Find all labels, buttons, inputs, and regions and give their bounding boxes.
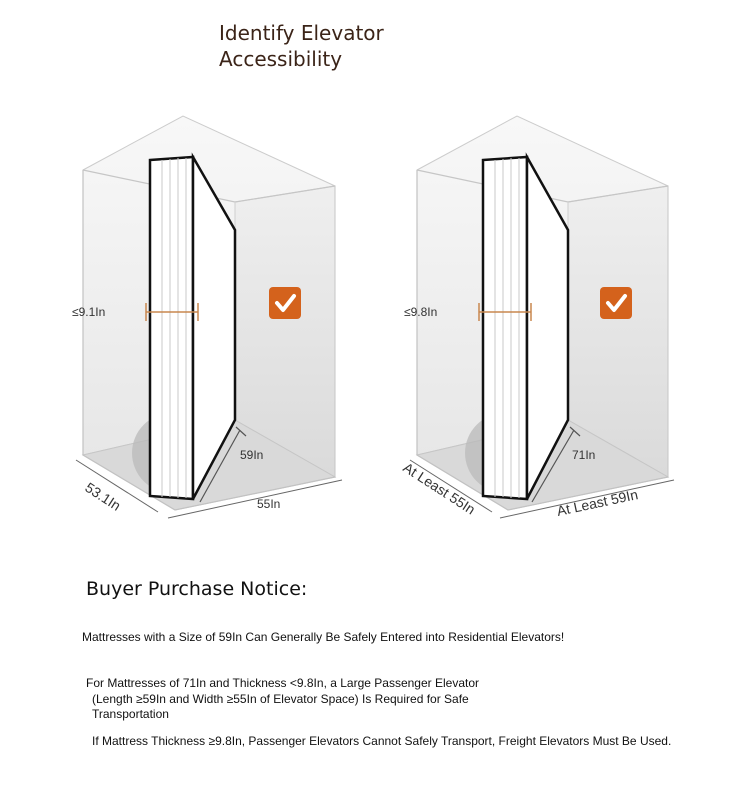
mattress-side	[481, 155, 529, 501]
notice-line-4: Transportation	[92, 707, 169, 721]
title-line-2: Accessibility	[219, 47, 343, 71]
checkmark-badge-icon	[269, 287, 301, 319]
elevator-front-edge	[416, 170, 669, 511]
checkmark-badge-icon	[600, 287, 632, 319]
depth-label: 53.1In	[82, 479, 123, 514]
page-title: Identify Elevator Accessibility	[219, 20, 479, 72]
notice-heading: Buyer Purchase Notice:	[86, 578, 308, 600]
depth-dimension-line	[75, 459, 159, 513]
width-label: 55In	[257, 497, 280, 511]
mattress-width-label: 59In	[240, 448, 263, 462]
elevator-right: ≤9.8In 71In At Least 55In At Least 59In	[400, 115, 675, 519]
thickness-label: ≤9.1In	[72, 305, 105, 319]
width-dimension-line	[499, 479, 675, 519]
elevator-left: ≤9.1In 59In 53.1In 55In	[72, 115, 343, 519]
mattress-width-label: 71In	[572, 448, 595, 462]
notice-line-1: Mattresses with a Size of 59In Can Gener…	[82, 630, 565, 644]
notice-line-5: If Mattress Thickness ≥9.8In, Passenger …	[92, 734, 672, 748]
notice-line-2: For Mattresses of 71In and Thickness <9.…	[86, 676, 479, 690]
mattress-width-guide	[199, 429, 241, 503]
mattress-face	[191, 152, 237, 500]
mattress-width-tick	[235, 426, 247, 437]
notice-line-3: (Length ≥59In and Width ≥55In of Elevato…	[92, 692, 469, 706]
mattress-width-tick	[569, 426, 581, 437]
thickness-label: ≤9.8In	[404, 305, 437, 319]
mattress-side	[148, 155, 195, 501]
elevator-front-edge	[82, 170, 336, 511]
width-dimension-line	[167, 479, 343, 519]
depth-dimension-line	[409, 459, 493, 513]
title-line-1: Identify Elevator	[219, 21, 384, 45]
elevator-diagrams: ≤9.1In 59In 53.1In 55In ≤9.8In 71In At L…	[72, 115, 675, 519]
mattress-face	[525, 152, 570, 500]
mattress-width-guide	[531, 429, 575, 503]
